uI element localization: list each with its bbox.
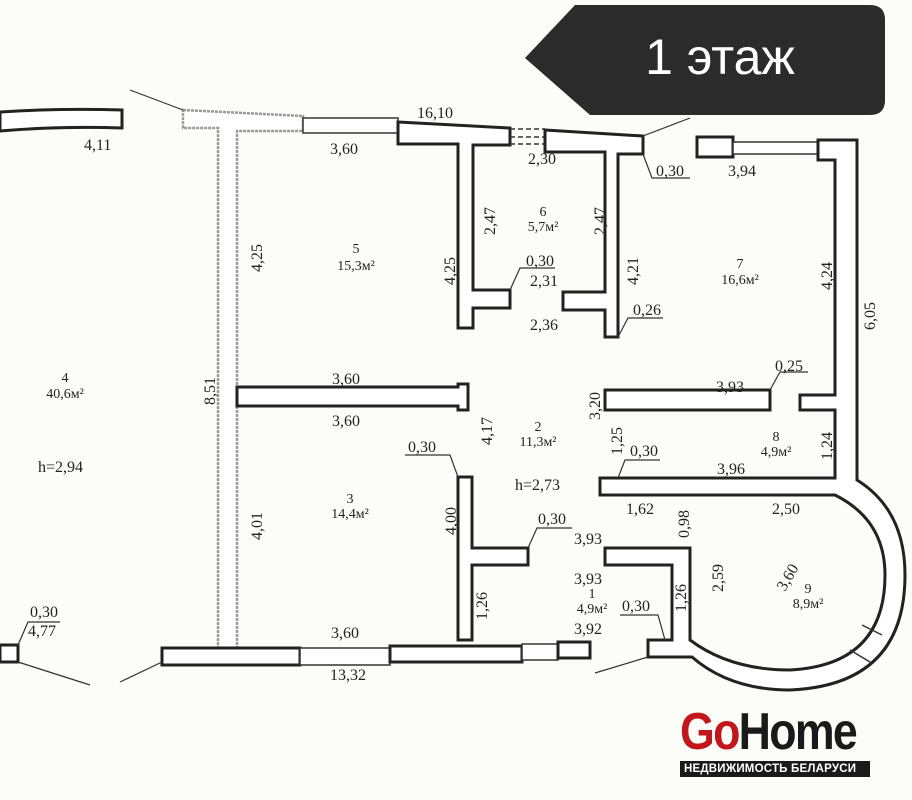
- dim-label: 0,98: [676, 510, 693, 538]
- dim-label: 13,32: [330, 667, 366, 684]
- dim-label: 3,93: [716, 379, 744, 396]
- dim-label: 0,30: [656, 163, 684, 180]
- dim-label: 0,30: [408, 439, 436, 456]
- room-area: 40,6м²: [46, 387, 84, 402]
- leader-lines: [17, 89, 808, 686]
- room-number: 1: [589, 587, 596, 602]
- dim-label: 3,60: [331, 625, 359, 642]
- dim-label: 3,20: [587, 392, 604, 420]
- dim-label: 4,77: [28, 623, 56, 640]
- dim-label: 3,94: [728, 163, 756, 180]
- dim-label: 16,10: [417, 105, 453, 122]
- floor-banner: [525, 5, 885, 115]
- logo-wordmark: GoHome: [680, 703, 858, 761]
- dim-label: 3,93: [574, 571, 602, 588]
- dim-label: 1,62: [626, 501, 654, 518]
- dim-label: 4,17: [479, 417, 496, 445]
- dim-label: 1,25: [609, 427, 626, 455]
- dim-label: 2,47: [592, 207, 609, 235]
- room-number: 4: [62, 371, 69, 386]
- dim-label: 0,25: [775, 358, 803, 375]
- dim-label: 4,11: [84, 137, 111, 154]
- dim-label: 0,30: [30, 604, 58, 621]
- room-number: 7: [737, 257, 744, 272]
- logo-home: Home: [738, 703, 858, 761]
- dim-label: 6,05: [862, 302, 879, 330]
- room-number: 6: [540, 205, 547, 220]
- dim-label: 2,30: [528, 151, 556, 168]
- dim-label: 4,21: [625, 257, 642, 285]
- room-area: 8,9м²: [793, 597, 824, 612]
- dim-label: 2,59: [710, 564, 727, 592]
- dim-label: 0,30: [526, 253, 554, 270]
- dim-label: 0,30: [538, 511, 566, 528]
- dim-label: 3,92: [574, 621, 602, 638]
- room-area: 16,6м²: [721, 273, 759, 288]
- room-area: 4,9м²: [577, 602, 608, 617]
- dim-label: 3,60: [332, 413, 360, 430]
- room-area: 4,9м²: [761, 445, 792, 460]
- room-area: 5,7м²: [528, 220, 559, 235]
- room-labels: 4 40,6м² 5 15,3м² 6 5,7м² 7 16,6м² 2 11,…: [46, 205, 823, 617]
- dim-label: 4,00: [443, 507, 460, 535]
- room-area: 15,3м²: [337, 259, 375, 274]
- room-number: 8: [773, 430, 780, 445]
- dim-label: 2,31: [530, 273, 558, 290]
- dim-label: 3,60: [774, 561, 803, 594]
- dim-label: 3,60: [330, 141, 358, 158]
- dim-label: h=2,94: [38, 459, 83, 476]
- logo-subtitle: НЕДВИЖИМОСТЬ БЕЛАРУСИ: [680, 761, 870, 777]
- room-number: 2: [535, 420, 542, 435]
- dim-label: 3,60: [332, 371, 360, 388]
- dim-label: 8,51: [202, 377, 219, 405]
- dim-label: 3,96: [717, 461, 745, 478]
- room-number: 5: [353, 242, 360, 257]
- dim-label: 1,24: [819, 432, 836, 460]
- dim-label: 4,25: [249, 244, 266, 272]
- dim-label: 2,50: [772, 501, 800, 518]
- room-area: 14,4м²: [331, 507, 369, 522]
- room-number: 9: [805, 582, 812, 597]
- dim-label: 1,26: [474, 592, 491, 620]
- dim-label: 2,36: [530, 317, 558, 334]
- dim-label: 0,26: [633, 302, 661, 319]
- walls: [0, 107, 907, 692]
- dim-label: 0,30: [630, 443, 658, 460]
- floor-label: 1 этаж: [645, 29, 795, 85]
- room-number: 3: [347, 492, 354, 507]
- dim-label: 1,26: [673, 584, 690, 612]
- dim-label: 2,47: [482, 207, 499, 235]
- dim-label: h=2,73: [515, 477, 560, 494]
- room-area: 11,3м²: [519, 435, 556, 450]
- logo-go: Go: [680, 703, 740, 761]
- dim-label: 4,24: [819, 262, 836, 290]
- dim-label: 3,93: [574, 531, 602, 548]
- dim-label: 4,25: [442, 257, 459, 285]
- gohome-logo: GoHome НЕДВИЖИМОСТЬ БЕЛАРУСИ: [680, 706, 870, 777]
- dim-label: 4,01: [249, 512, 266, 540]
- dim-label: 0,30: [622, 598, 650, 615]
